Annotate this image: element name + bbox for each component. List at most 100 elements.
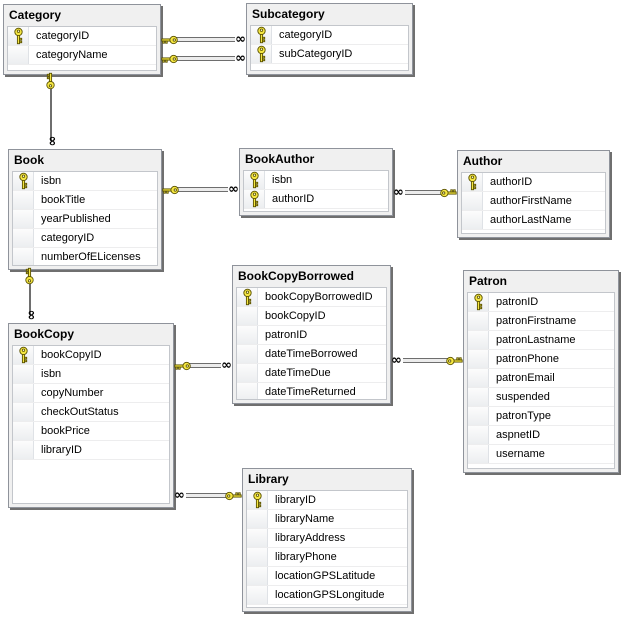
entity-title-bookauthor[interactable]: BookAuthor: [245, 152, 315, 166]
field-name: patronLastname: [496, 334, 576, 346]
field-name: username: [496, 448, 545, 460]
field-row-isbn[interactable]: isbn: [13, 365, 169, 384]
row-header-cell: [13, 210, 34, 228]
entity-title-subcategory[interactable]: Subcategory: [252, 7, 325, 21]
primary-key-icon: [251, 26, 272, 44]
relationship-category-book[interactable]: ∞: [43, 72, 59, 149]
field-row-bookCopyID[interactable]: bookCopyID: [13, 346, 169, 365]
relationship-bookauthor-author[interactable]: ∞: [393, 185, 457, 201]
field-row-bookPrice[interactable]: bookPrice: [13, 422, 169, 441]
field-row-bookCopyBorrowedID[interactable]: bookCopyBorrowedID: [237, 288, 386, 307]
entity-title-author[interactable]: Author: [463, 154, 503, 168]
entity-title-book[interactable]: Book: [14, 153, 44, 167]
field-row-username[interactable]: username: [468, 445, 614, 464]
field-name: isbn: [272, 174, 293, 186]
field-name: patronID: [496, 296, 539, 308]
field-row-libraryID[interactable]: libraryID: [13, 441, 169, 460]
field-row-suspended[interactable]: suspended: [468, 388, 614, 407]
relationship-bookcopy-bookcopyborrowed[interactable]: ∞: [174, 358, 232, 374]
field-name: numberOfELicenses: [41, 251, 141, 263]
field-row-dateTimeReturned[interactable]: dateTimeReturned: [237, 383, 386, 399]
row-header-cell: [13, 229, 34, 247]
field-row-locationGPSLatitude[interactable]: locationGPSLatitude: [247, 567, 407, 586]
row-header-cell: [247, 586, 268, 604]
field-name: categoryID: [41, 232, 95, 244]
primary-key-icon: [462, 173, 483, 191]
field-name: categoryID: [279, 29, 333, 41]
entity-title-patron[interactable]: Patron: [469, 274, 508, 288]
field-row-libraryName[interactable]: libraryName: [247, 510, 407, 529]
field-row-bookTitle[interactable]: bookTitle: [13, 191, 157, 210]
field-row-checkOutStatus[interactable]: checkOutStatus: [13, 403, 169, 422]
entity-book[interactable]: Book isbn bookTitle yearPublished categoryID…: [8, 149, 162, 270]
relationship-category-subcategory-1[interactable]: ∞: [161, 32, 246, 48]
entity-title-library[interactable]: Library: [248, 472, 289, 486]
field-row-authorID[interactable]: authorID: [462, 173, 605, 192]
field-row-categoryID[interactable]: categoryID: [251, 26, 408, 45]
entity-patron[interactable]: Patron patronID patronFirstname patronLastn…: [463, 270, 619, 473]
field-name: patronID: [265, 329, 308, 341]
entity-title-category[interactable]: Category: [9, 8, 62, 22]
field-row-locationGPSLongitude[interactable]: locationGPSLongitude: [247, 586, 407, 605]
entity-bookcopy[interactable]: BookCopy bookCopyID isbn copyNumber checkOut…: [8, 323, 174, 508]
field-row-libraryID[interactable]: libraryID: [247, 491, 407, 510]
relationship-bookcopyborrowed-patron[interactable]: ∞: [391, 353, 463, 369]
field-name: authorLastName: [490, 214, 572, 226]
field-row-patronEmail[interactable]: patronEmail: [468, 369, 614, 388]
row-header-cell: [13, 365, 34, 383]
field-row-authorLastName[interactable]: authorLastName: [462, 211, 605, 230]
entity-subcategory[interactable]: Subcategory categoryID subCategoryID: [246, 3, 413, 75]
entity-title-bookcopy[interactable]: BookCopy: [14, 327, 74, 341]
field-row-patronID[interactable]: patronID: [468, 293, 614, 312]
field-row-isbn[interactable]: isbn: [244, 171, 388, 190]
field-row-patronFirstname[interactable]: patronFirstname: [468, 312, 614, 331]
field-row-aspnetID[interactable]: aspnetID: [468, 426, 614, 445]
field-row-patronID[interactable]: patronID: [237, 326, 386, 345]
field-row-dateTimeBorrowed[interactable]: dateTimeBorrowed: [237, 345, 386, 364]
field-row-isbn[interactable]: isbn: [13, 172, 157, 191]
field-name: bookTitle: [41, 194, 86, 206]
connector-line: [29, 276, 31, 315]
field-row-authorFirstName[interactable]: authorFirstName: [462, 192, 605, 211]
field-row-subCategoryID[interactable]: subCategoryID: [251, 45, 408, 64]
row-header-cell: [237, 364, 258, 382]
infinity-icon: ∞: [174, 488, 185, 503]
primary-key-icon: [244, 171, 265, 189]
relationship-book-bookcopy[interactable]: ∞: [22, 267, 38, 323]
field-row-authorID[interactable]: authorID: [244, 190, 388, 209]
field-row-dateTimeDue[interactable]: dateTimeDue: [237, 364, 386, 383]
connector-line: [173, 37, 235, 42]
field-row-categoryID[interactable]: categoryID: [13, 229, 157, 248]
entity-bookauthor[interactable]: BookAuthor isbn authorID: [239, 148, 393, 216]
field-row-categoryName[interactable]: categoryName: [8, 46, 156, 65]
field-row-yearPublished[interactable]: yearPublished: [13, 210, 157, 229]
field-row-categoryID[interactable]: categoryID: [8, 27, 156, 46]
row-header-cell: [247, 567, 268, 585]
row-header-cell: [462, 211, 483, 229]
relationship-category-subcategory-2[interactable]: ∞: [161, 51, 246, 67]
field-name: suspended: [496, 391, 550, 403]
relationship-bookcopy-library[interactable]: ∞: [174, 488, 242, 504]
connector-line: [174, 187, 228, 192]
field-name: copyNumber: [41, 387, 104, 399]
entity-title-bookcopyborrowed[interactable]: BookCopyBorrowed: [238, 269, 355, 283]
field-name: bookCopyID: [41, 349, 102, 361]
field-name: libraryID: [275, 494, 316, 506]
relationship-book-bookauthor[interactable]: ∞: [162, 182, 239, 198]
field-row-bookCopyID[interactable]: bookCopyID: [237, 307, 386, 326]
row-header-cell: [237, 345, 258, 363]
field-row-patronPhone[interactable]: patronPhone: [468, 350, 614, 369]
field-row-libraryAddress[interactable]: libraryAddress: [247, 529, 407, 548]
field-row-libraryPhone[interactable]: libraryPhone: [247, 548, 407, 567]
field-row-copyNumber[interactable]: copyNumber: [13, 384, 169, 403]
field-row-patronType[interactable]: patronType: [468, 407, 614, 426]
row-header-cell: [13, 422, 34, 440]
field-row-numberOfELicenses[interactable]: numberOfELicenses: [13, 248, 157, 265]
row-header-cell: [468, 312, 489, 330]
field-row-patronLastname[interactable]: patronLastname: [468, 331, 614, 350]
